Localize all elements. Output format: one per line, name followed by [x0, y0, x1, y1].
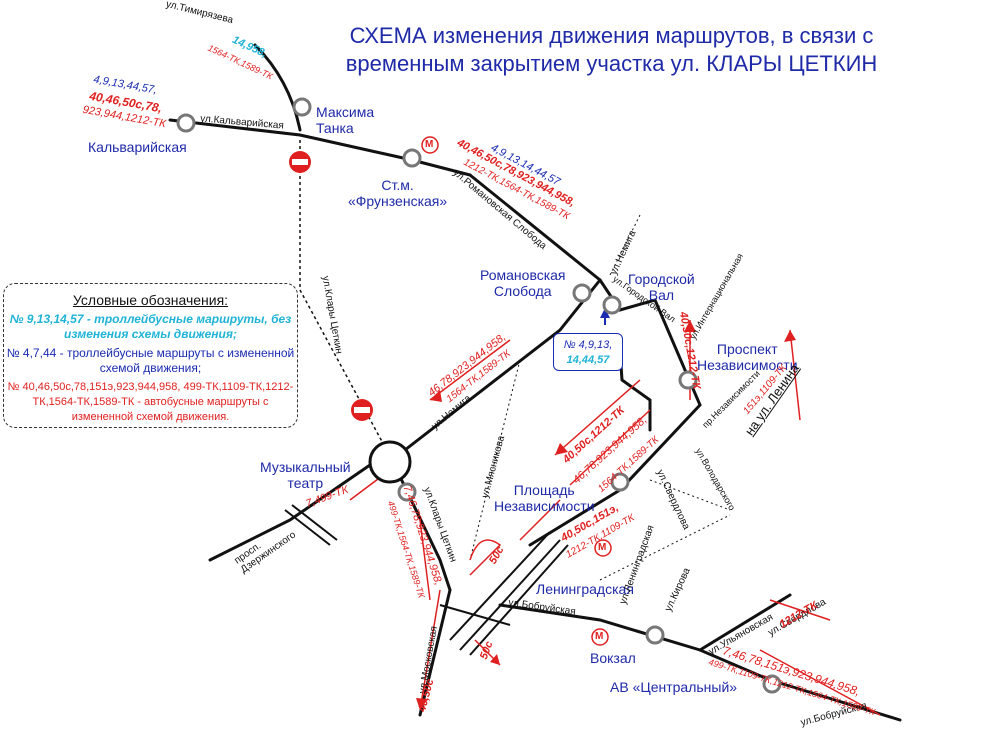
title-line-1: СХЕМА изменения движения маршрутов, в св… — [349, 23, 874, 48]
stop-vokzal: Вокзал — [590, 650, 636, 666]
stop-circle-icon — [610, 472, 630, 492]
metro-letter: М — [425, 139, 434, 150]
stop-circle-icon — [645, 625, 665, 645]
stop-circle-icon — [572, 283, 592, 303]
stop-maksima-tanka: Максима Танка — [316, 104, 375, 136]
road-dzerzhinskogo — [208, 463, 372, 562]
stop-gorodskoy-val: Городской Вал — [628, 271, 695, 303]
stop-circle-icon — [678, 370, 698, 390]
metro-letter: М — [598, 542, 607, 553]
road-romanovskaya — [468, 173, 602, 282]
stop-circle-icon — [176, 113, 196, 133]
railway-bridge — [284, 504, 569, 656]
road-gorodskoy-val — [598, 278, 702, 407]
stop-av-tsentralny: АВ «Центральный» — [610, 679, 738, 695]
legend-trolley-unchanged: № 9,13,14,57 - троллейбусные маршруты, б… — [9, 312, 292, 341]
trolley-box-line-1: № 4,9,13, — [563, 339, 613, 351]
trolley-box-line-2: 14,44,57 — [566, 354, 610, 366]
arrowheads — [416, 320, 796, 710]
metro-icon — [594, 539, 612, 557]
stop-frunzenskaya: Ст.м. «Фрунзенская» — [348, 177, 448, 209]
roundabout — [368, 440, 412, 484]
trolley-arrow — [600, 308, 610, 325]
stop-leningradskaya: Ленинградская — [536, 581, 634, 597]
title-line-2: временным закрытием участка ул. КЛАРЫ ЦЕ… — [345, 51, 878, 76]
road-ulyanovskaya — [698, 593, 792, 652]
metro-icon — [591, 628, 609, 646]
road-timiryazeva — [253, 43, 302, 132]
stop-muzykalny-teatr: Музыкальный театр — [260, 459, 351, 491]
stop-circle-icon — [292, 97, 312, 117]
page-title: СХЕМА изменения движения маршрутов, в св… — [0, 22, 983, 78]
road-kalvariyskaya — [168, 118, 472, 177]
stop-circle-icon — [402, 148, 422, 168]
stop-circle-icon — [602, 295, 622, 315]
no-entry-sign-icon — [351, 399, 373, 421]
trolley-routes-box: № 4,9,13, 14,44,57 — [553, 333, 623, 371]
stop-romanovskaya-sloboda: Романовская Слобода — [480, 267, 566, 299]
legend: Условные обозначения: № 9,13,14,57 - тро… — [3, 283, 298, 428]
stop-circle-icon — [397, 482, 417, 502]
stop-circle-icon — [762, 674, 782, 694]
legend-heading: Условные обозначения: — [72, 292, 229, 308]
legend-trolley-changed: № 4,7,44 - троллейбусные маршруты с изме… — [6, 346, 295, 375]
metro-icon — [421, 136, 439, 154]
metro-letter: М — [595, 631, 604, 642]
detour-dotted — [469, 214, 731, 581]
stop-prospekt-nezavisimosti: Проспект Независимости — [697, 341, 798, 373]
stop-kalvariyskaya: Кальварийская — [88, 139, 187, 155]
stop-ploshchad-nezavisimosti: Площадь Независимости — [494, 482, 595, 514]
no-entry-sign-icon — [289, 151, 311, 173]
stops — [176, 97, 782, 694]
road-moskovskaya — [418, 588, 452, 717]
legend-bus-changed: № 40,46,50с,78,151э,923,944,958, 499-ТК,… — [7, 381, 294, 423]
